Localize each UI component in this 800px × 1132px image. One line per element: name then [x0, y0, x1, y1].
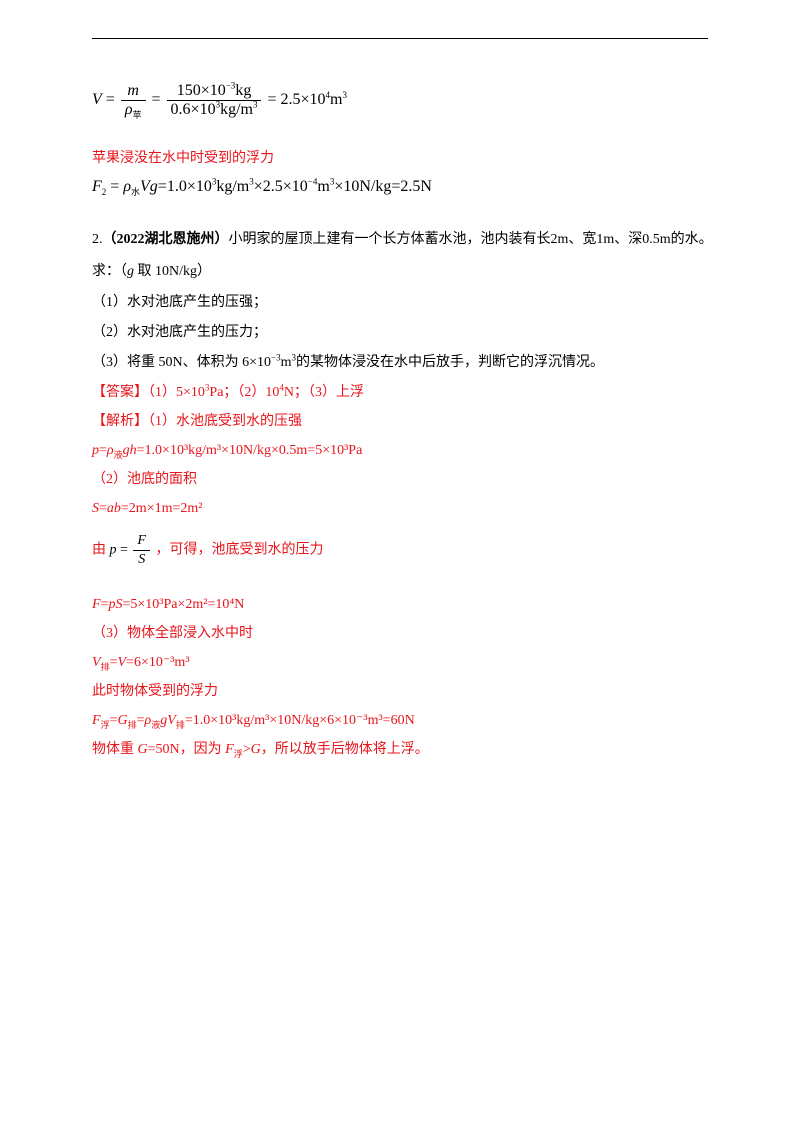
- question-q3: （3）将重 50N、体积为 6×10−3m3的某物体浸没在水中后放手，判断它的浮…: [92, 352, 604, 370]
- answer-line: 【答案】（1）5×103Pa；（2）104N；（3）上浮: [92, 382, 365, 400]
- apple-buoyancy-label: 苹果浸没在水中时受到的浮力: [92, 151, 274, 166]
- question-q1: （1）水对池底产生的压强；: [92, 295, 267, 310]
- volume-formula: V = m ρ苹 = 150×10−3kg 0.6×103kg/m3 = 2.5…: [92, 80, 347, 121]
- analysis-step2-formula: S=ab=2m×1m=2m²: [92, 501, 203, 516]
- analysis-step3-conclusion: 物体重 G=50N，因为 F浮>G，所以放手后物体将上浮。: [92, 742, 429, 759]
- header-rule: [92, 38, 708, 39]
- buoyancy-formula: F2 = ρ水Vg=1.0×103kg/m3×2.5×10−4m3×10N/kg…: [92, 176, 432, 198]
- analysis-step1-title: 【解析】（1）水池底受到水的压强: [92, 414, 302, 429]
- analysis-step3-buoy-formula: F浮=G排=ρ液gV排=1.0×10³kg/m³×10N/kg×6×10⁻³m³…: [92, 713, 415, 730]
- analysis-step1-formula: p=ρ液gh=1.0×10³kg/m³×10N/kg×0.5m=5×10³Pa: [92, 443, 363, 460]
- analysis-step2-title: （2）池底的面积: [92, 472, 197, 487]
- question-stem: 2.（2022湖北恩施州）小明家的屋顶上建有一个长方体蓄水池，池内装有长2m、宽…: [92, 232, 713, 247]
- question-ask: 求：（g 取 10N/kg）: [92, 264, 211, 279]
- analysis-step3-volume: V排=V=6×10⁻³m³: [92, 655, 190, 672]
- analysis-step2-result: F=pS=5×10³Pa×2m²=10⁴N: [92, 597, 245, 612]
- analysis-step3-buoy-title: 此时物体受到的浮力: [92, 684, 218, 699]
- question-q2: （2）水对池底产生的压力；: [92, 325, 267, 340]
- analysis-step3-title: （3）物体全部浸入水中时: [92, 626, 253, 641]
